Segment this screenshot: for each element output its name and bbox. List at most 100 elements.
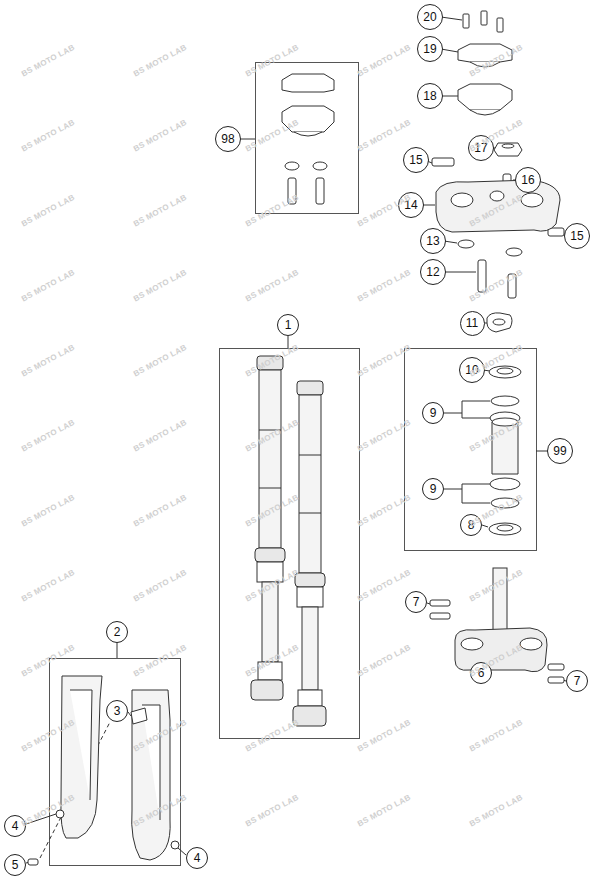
watermark: BS MOTO LAB <box>468 793 524 829</box>
watermark: BS MOTO LAB <box>132 568 188 604</box>
watermark: BS MOTO LAB <box>132 643 188 679</box>
callout-number: 9 <box>422 478 444 500</box>
part-drawing <box>497 525 513 531</box>
part-drawing <box>302 607 318 690</box>
part-drawing <box>299 513 321 514</box>
part-drawing <box>251 680 283 700</box>
part-drawing <box>489 366 521 378</box>
part-drawing <box>259 370 281 548</box>
part-drawing <box>255 548 285 562</box>
watermark: BS MOTO LAB <box>356 493 412 529</box>
leader-line <box>128 712 131 716</box>
callout-number: 98 <box>215 126 241 152</box>
callout-number: 15 <box>564 223 590 249</box>
watermark: BS MOTO LAB <box>132 418 188 454</box>
watermark: BS MOTO LAB <box>20 643 76 679</box>
watermark: BS MOTO LAB <box>244 718 300 754</box>
part-drawing <box>458 84 512 110</box>
group-frame <box>405 349 537 551</box>
callout-number: 18 <box>417 83 443 109</box>
callout-number: 20 <box>417 4 443 30</box>
leader-line <box>26 17 566 863</box>
part-drawing <box>461 638 483 650</box>
watermark: BS MOTO LAB <box>356 718 412 754</box>
watermark: BS MOTO LAB <box>468 718 524 754</box>
callout-number: 1 <box>277 314 299 336</box>
leader-line <box>441 96 458 97</box>
callout-number: 15 <box>403 147 429 173</box>
part-drawing <box>436 180 560 232</box>
watermark: BS MOTO LAB <box>132 343 188 379</box>
part-drawing <box>487 313 512 332</box>
watermark: BS MOTO LAB <box>132 43 188 79</box>
part-drawing <box>502 144 514 148</box>
watermark: BS MOTO LAB <box>468 493 524 529</box>
part-drawing <box>298 690 322 706</box>
part-drawing <box>455 628 547 672</box>
leader-line <box>444 489 462 490</box>
part-drawing <box>316 178 324 204</box>
part-drawing <box>489 523 521 535</box>
callout-number: 7 <box>405 591 427 613</box>
watermark: BS MOTO LAB <box>244 118 300 154</box>
watermark: BS MOTO LAB <box>244 193 300 229</box>
leader-line <box>462 401 490 418</box>
callout-number: 11 <box>460 311 485 336</box>
callout-number: 99 <box>547 438 573 464</box>
watermark: BS MOTO LAB <box>20 193 76 229</box>
part-drawing <box>490 478 520 490</box>
part-drawing <box>56 810 64 818</box>
watermark: BS MOTO LAB <box>356 418 412 454</box>
callout-number: 5 <box>4 854 26 876</box>
part-drawing <box>432 158 454 166</box>
part-drawing <box>430 613 450 619</box>
watermark: BS MOTO LAB <box>356 568 412 604</box>
watermark: BS MOTO LAB <box>356 118 412 154</box>
watermark: BS MOTO LAB <box>244 268 300 304</box>
watermark: BS MOTO LAB <box>20 343 76 379</box>
part-drawing <box>70 690 92 800</box>
watermark: BS MOTO LAB <box>20 418 76 454</box>
group-frame <box>50 659 181 866</box>
part-drawing <box>490 191 504 201</box>
part-drawing <box>548 677 564 683</box>
part-drawing <box>497 18 503 32</box>
part-drawing <box>297 587 323 607</box>
part-drawing <box>294 132 322 136</box>
leader-line <box>462 484 490 503</box>
part-drawing <box>297 381 323 395</box>
watermark: BS MOTO LAB <box>20 118 76 154</box>
part-drawing <box>548 664 564 670</box>
leader-line <box>444 272 476 273</box>
part-drawing <box>451 193 473 207</box>
group-frame <box>220 349 360 739</box>
part-drawing <box>282 74 334 92</box>
part-drawing <box>28 859 38 865</box>
callout-number: 19 <box>417 36 443 62</box>
leader-line <box>178 848 186 855</box>
watermark: BS MOTO LAB <box>356 643 412 679</box>
part-drawing <box>493 319 505 325</box>
watermark: BS MOTO LAB <box>20 493 76 529</box>
leader-line <box>239 139 255 140</box>
callout-number: 13 <box>420 228 446 254</box>
watermark: BS MOTO LAB <box>132 118 188 154</box>
part-drawing <box>458 240 474 248</box>
leader-line <box>117 643 118 658</box>
callout-number: 12 <box>420 259 446 285</box>
watermark: BS MOTO LAB <box>356 43 412 79</box>
part-drawing <box>491 396 519 406</box>
part-drawing <box>497 368 513 374</box>
watermark: BS MOTO LAB <box>356 343 412 379</box>
watermark: BS MOTO LAB <box>132 493 188 529</box>
part-drawing <box>131 708 147 724</box>
part-drawing <box>171 841 179 849</box>
callout-number: 9 <box>422 402 444 424</box>
part-drawing <box>132 690 171 860</box>
part-drawing <box>299 395 321 573</box>
callout-number: 3 <box>106 700 128 722</box>
watermark: BS MOTO LAB <box>20 568 76 604</box>
part-drawing <box>142 705 160 820</box>
part-drawing <box>299 455 321 456</box>
part-drawing <box>285 162 299 170</box>
